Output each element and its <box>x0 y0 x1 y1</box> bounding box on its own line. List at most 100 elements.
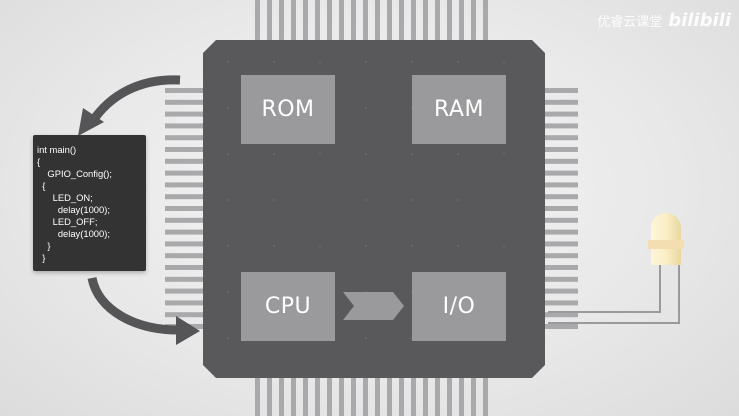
chip-dot <box>227 337 229 339</box>
cpu-to-io-arrow <box>343 292 404 320</box>
chip-pin <box>165 276 205 282</box>
chip-pin <box>375 376 380 416</box>
chip-pin <box>165 147 205 152</box>
chip-dot <box>457 245 459 247</box>
code-line: LED_OFF; <box>37 216 98 227</box>
chip-pin <box>165 158 205 164</box>
chip-dot <box>365 153 367 155</box>
chip-pin <box>303 376 308 416</box>
bilibili-logo: bilibili <box>668 10 731 31</box>
chip-dot <box>457 61 459 63</box>
led-icon <box>648 213 684 265</box>
chip-dot <box>457 153 459 155</box>
chip-pin <box>351 0 356 42</box>
chip-dot <box>411 245 413 247</box>
chip-dot <box>273 61 275 63</box>
chip-pin <box>543 88 578 93</box>
chip-pin <box>435 0 440 42</box>
chip-pin <box>543 123 578 129</box>
chip-pin <box>435 376 440 416</box>
chip-dot <box>319 245 321 247</box>
chip-pins-top <box>255 0 488 42</box>
chip-pin <box>483 0 488 42</box>
chip-to-code-arrowhead <box>78 108 104 136</box>
chip-pin <box>447 0 452 42</box>
chip-pin <box>165 288 205 294</box>
chip-dot <box>227 199 229 201</box>
chip-pin <box>543 158 578 164</box>
chip-pin <box>411 376 416 416</box>
chip-pin <box>165 206 205 211</box>
chip-dot <box>227 245 229 247</box>
code-to-chip-arrowhead <box>176 316 200 345</box>
chip-pin <box>543 241 578 247</box>
chip-dot <box>319 153 321 155</box>
chip-pin <box>267 0 272 42</box>
code-line: { <box>37 156 41 167</box>
chip-dot <box>319 61 321 63</box>
chip-pin <box>165 217 205 223</box>
chip-pin <box>165 88 205 93</box>
chip-pin <box>315 376 320 416</box>
chip-pin <box>543 147 578 152</box>
chip-to-code-arrow <box>88 75 181 125</box>
chip-pin <box>375 0 380 42</box>
chip-pin <box>411 0 416 42</box>
chip-pin <box>165 241 205 247</box>
chip-pin <box>543 182 578 188</box>
cpu-label: CPU <box>264 294 312 319</box>
chip-dot <box>411 61 413 63</box>
chip-pin <box>543 229 578 235</box>
chip-pin <box>543 288 578 294</box>
chip-dot <box>273 199 275 201</box>
chip-pin <box>165 300 205 306</box>
chip-pin <box>291 0 296 42</box>
chip-dot <box>227 153 229 155</box>
chip-pin <box>543 276 578 282</box>
ram-block: RAM <box>412 75 506 144</box>
chip-dot <box>503 199 505 201</box>
code-line: GPIO_Config(); <box>37 168 113 179</box>
chip-pin <box>165 229 205 235</box>
chip-pin <box>399 376 404 416</box>
chip-pin <box>327 376 332 416</box>
chip-pin <box>165 312 205 318</box>
chip-pin <box>339 376 344 416</box>
chip-pin <box>543 265 578 270</box>
chip-pin <box>267 376 272 416</box>
chip-pins-right <box>543 88 578 329</box>
led-wire-2 <box>548 265 661 313</box>
chip-pin <box>165 182 205 188</box>
code-line: { <box>37 180 46 191</box>
io-label: I/O <box>442 294 476 319</box>
chip-dot <box>227 291 229 293</box>
chip-pin <box>327 0 332 42</box>
chip-pin <box>447 376 452 416</box>
chip-pin <box>165 170 205 176</box>
code-panel: int main() { GPIO_Config(); { LED_ON; de… <box>33 135 146 271</box>
chip-pin <box>387 0 392 42</box>
chip-dot <box>457 199 459 201</box>
chip-dot <box>503 61 505 63</box>
chip-dot <box>411 199 413 201</box>
chip-pin <box>165 135 205 141</box>
chip-pin <box>255 0 260 42</box>
chip-pin <box>459 0 464 42</box>
cpu-block: CPU <box>241 272 335 341</box>
watermark: 优睿云课堂 bilibili <box>597 10 731 31</box>
code-line: } <box>37 252 46 263</box>
chip-pin <box>165 253 205 259</box>
chip-pin <box>543 206 578 211</box>
chip-dot <box>365 107 367 109</box>
chip-dot <box>365 199 367 201</box>
ram-label: RAM <box>434 97 484 122</box>
chip-pin <box>291 376 296 416</box>
chip-pin <box>471 376 476 416</box>
chip-pin <box>165 99 205 105</box>
code-line: } <box>37 240 51 251</box>
chip-pins-left <box>165 88 205 329</box>
chip-pin <box>543 253 578 259</box>
chip-dot <box>503 153 505 155</box>
chip-pin <box>363 0 368 42</box>
chip-dot <box>227 61 229 63</box>
